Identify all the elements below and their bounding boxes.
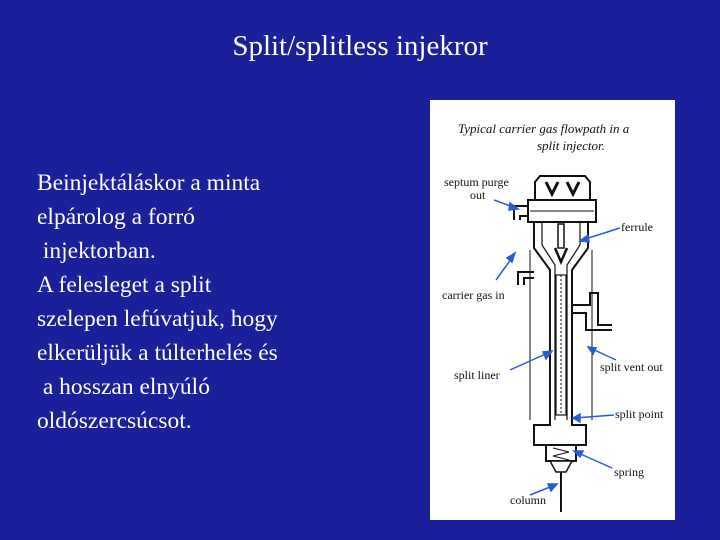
body-line: szelepen lefúvatjuk, hogy xyxy=(37,306,278,332)
body-line: a hosszan elnyúló xyxy=(37,374,210,400)
label-split-vent-out: split vent out xyxy=(600,360,663,374)
injector-diagram: Typical carrier gas flowpath in a split … xyxy=(442,121,664,512)
leader-arrows xyxy=(493,199,621,496)
figure-caption-line1: Typical carrier gas flowpath in a xyxy=(458,121,630,136)
slide-title: Split/splitless injekror xyxy=(232,30,488,62)
body-line: elpárolog a forró xyxy=(37,204,195,230)
body-line: elkerüljük a túlterhelés és xyxy=(37,340,278,366)
injector-drawing xyxy=(513,175,612,512)
label-ferrule: ferrule xyxy=(621,220,653,234)
label-column: column xyxy=(510,493,546,507)
body-text: Beinjektáláskor a minta elpárolog a forr… xyxy=(37,166,367,438)
injector-figure: Typical carrier gas flowpath in a split … xyxy=(430,100,675,520)
body-line: A felesleget a split xyxy=(37,272,212,298)
label-carrier-gas-in: carrier gas in xyxy=(442,288,505,302)
label-split-point: split point xyxy=(615,407,664,421)
body-line: oldószercsúcsot. xyxy=(37,408,192,434)
label-septum-purge-out: out xyxy=(470,188,486,202)
figure-caption-line2: split injector. xyxy=(537,138,605,153)
label-septum-purge: septum purge xyxy=(444,175,509,189)
label-spring: spring xyxy=(614,465,644,479)
body-line: Beinjektáláskor a minta xyxy=(37,170,261,196)
label-split-liner: split liner xyxy=(454,368,500,382)
body-line: injektorban. xyxy=(37,238,156,264)
